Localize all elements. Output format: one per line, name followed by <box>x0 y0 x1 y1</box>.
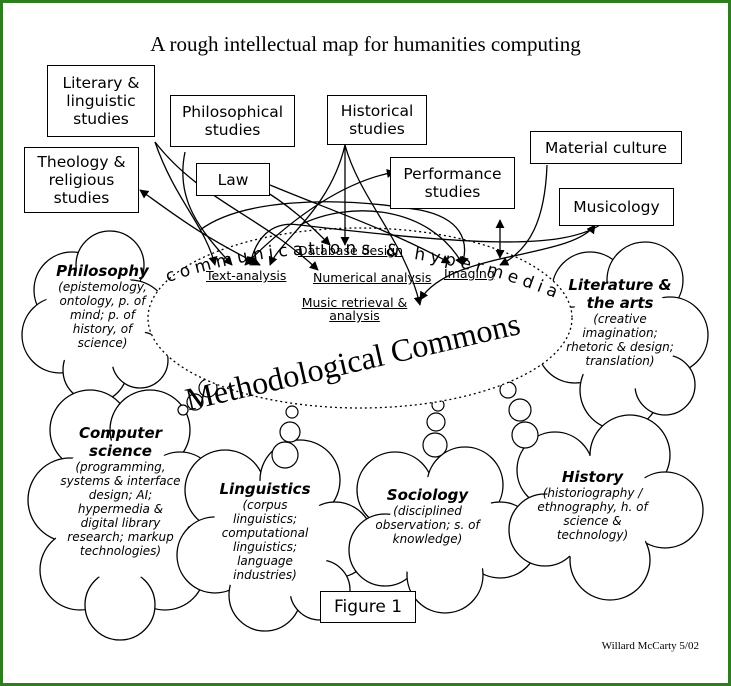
cloud-history-title: History <box>561 468 624 486</box>
cloud-computer-science <box>27 389 219 641</box>
cloud-history-text: History (historiography / ethnography, h… <box>530 468 655 542</box>
figure-label: Figure 1 <box>320 591 416 623</box>
box-theology-religious: Theology & religious studies <box>24 147 139 213</box>
cloud-philosophy-text: Philosophy (epistemology, ontology, p. o… <box>50 262 155 350</box>
cloud-literature-desc: (creative imagination; rhetoric & design… <box>566 312 674 368</box>
cloud-linguistics-title: Linguistics <box>219 480 311 498</box>
cloud-sociology-title: Sociology <box>386 486 469 504</box>
diagram-title: A rough intellectual map for humanities … <box>150 32 581 56</box>
cloud-computer-text: Computer science (programming, systems &… <box>58 424 183 558</box>
method-imaging: Imaging <box>444 266 495 281</box>
box-philosophical: Philosophical studies <box>170 95 295 147</box>
cloud-literature-title: Literature & the arts <box>568 276 672 312</box>
cloud-computer-desc: (programming, systems & interface design… <box>60 460 181 558</box>
box-musicology: Musicology <box>559 188 674 226</box>
method-text-analysis: Text-analysis <box>206 268 287 283</box>
cloud-sociology-desc: (disciplined observation; s. of knowledg… <box>375 504 480 546</box>
method-music-retrieval: Music retrieval & analysis <box>301 295 408 323</box>
cloud-computer-title: Computer science <box>78 424 163 460</box>
cloud-linguistics-text: Linguistics (corpus linguistics; computa… <box>210 480 320 582</box>
cloud-history <box>508 414 704 601</box>
cloud-philosophy-desc: (epistemology, ontology, p. of mind; p. … <box>58 280 147 350</box>
cloud-sociology-text: Sociology (disciplined observation; s. o… <box>370 486 485 546</box>
cloud-literature-text: Literature & the arts (creative imaginat… <box>565 276 675 368</box>
author-credit: Willard McCarty 5/02 <box>601 640 699 652</box>
method-numerical-analysis: Numerical analysis <box>313 270 432 285</box>
cloud-sociology <box>348 446 539 614</box>
connection-arrows <box>139 141 601 306</box>
cloud-linguistics-desc: (corpus linguistics; computational lingu… <box>221 498 309 582</box>
box-historical: Historical studies <box>327 95 427 145</box>
box-performance: Performance studies <box>390 157 515 209</box>
cloud-history-desc: (historiography / ethnography, h. of sci… <box>537 486 648 542</box>
box-literary-linguistic: Literary & linguistic studies <box>47 65 155 137</box>
box-material-culture: Material culture <box>530 131 682 164</box>
cloud-philosophy-title: Philosophy <box>56 262 149 280</box>
box-law: Law <box>196 163 270 196</box>
method-database-design: Database design <box>298 243 404 258</box>
